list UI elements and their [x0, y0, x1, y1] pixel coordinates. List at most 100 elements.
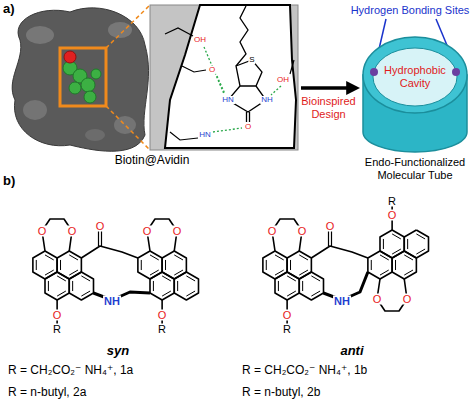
double-bond: [290, 260, 291, 270]
tube-rim: [363, 37, 467, 113]
atom-label: O: [325, 221, 336, 232]
double-bond: [57, 291, 66, 296]
biotin-atom: [69, 82, 81, 94]
residue-stick: [290, 60, 294, 74]
aromatic-unit: [263, 219, 324, 329]
double-bond: [81, 276, 90, 281]
biotin-atom: [84, 91, 96, 103]
atom-label: OH: [276, 76, 290, 84]
double-bond: [165, 260, 166, 270]
design-arrow: [301, 86, 356, 90]
double-bond: [153, 281, 154, 291]
atom-label: R: [157, 324, 167, 335]
biotin-atom: [91, 69, 101, 79]
callout-label: Hydrogen Bonding Sites: [350, 5, 471, 16]
double-bond: [186, 276, 195, 281]
double-bond: [416, 234, 425, 239]
double-bond: [392, 249, 401, 254]
surface-bump: [114, 116, 136, 134]
double-bond: [416, 249, 425, 254]
biotin-skeleton: [228, 6, 266, 122]
atom-label: O: [172, 226, 183, 237]
atom-label: O: [157, 310, 168, 321]
double-bond: [407, 239, 408, 249]
atom-label: O: [142, 226, 153, 237]
double-bond: [287, 291, 296, 296]
double-bond: [395, 260, 396, 270]
amide-linker: [311, 246, 368, 258]
tube-caption: Endo-Functionalized Molecular Tube: [358, 156, 472, 181]
aromatic-unit: [368, 201, 429, 311]
benzene-ring: [45, 272, 69, 300]
surface-bump: [108, 22, 132, 38]
atom-label: O: [244, 123, 252, 131]
atom-label: OH: [193, 36, 207, 44]
double-bond: [186, 291, 195, 296]
double-bond: [69, 255, 78, 260]
amide-linker: [81, 246, 138, 258]
benzene-ring: [299, 272, 323, 300]
substituent-note: R = CH₂CO₂⁻ NH₄⁺, 1a: [8, 364, 133, 377]
complex-caption: Biotin@Avidin: [4, 154, 300, 168]
atom-label: NH: [333, 296, 351, 307]
residue-stick: [170, 132, 198, 140]
panel-label: a): [3, 2, 15, 16]
double-bond: [278, 281, 279, 291]
tube-cavity: [373, 48, 457, 106]
double-bond: [150, 255, 159, 260]
protein-surface: [12, 8, 148, 151]
biotin-chain: [236, 6, 248, 66]
benzene-ring: [150, 272, 174, 300]
biotin-atom: [81, 78, 95, 92]
double-bond: [162, 276, 171, 281]
atom-label: NH: [260, 96, 274, 104]
hydrogen-bonds: [204, 47, 281, 132]
atom-label: O: [37, 226, 48, 237]
double-bond: [380, 270, 389, 275]
atom-label: O: [387, 210, 398, 221]
isomer-label: anti: [339, 344, 364, 357]
residue-stick: [182, 66, 206, 72]
atom-label: O: [52, 310, 63, 321]
atom-label: O: [267, 226, 278, 237]
hbond-site: [370, 68, 378, 76]
atom-label: R: [52, 324, 62, 335]
double-bond: [404, 270, 413, 275]
zoom-line: [106, 106, 150, 150]
hbond-site: [452, 68, 460, 76]
double-bond: [60, 260, 61, 270]
amide-linker: [98, 230, 99, 246]
atom-label: O: [95, 221, 106, 232]
surface-bump: [85, 129, 105, 141]
cavity-label: Hydrophobic Cavity: [378, 64, 452, 89]
panel-label: b): [3, 174, 15, 188]
hbond: [204, 47, 224, 94]
atom-label: NH: [103, 296, 121, 307]
double-bond: [162, 291, 171, 296]
benzene-ring: [69, 272, 93, 300]
tube-outline: [358, 20, 472, 160]
double-bond: [141, 260, 142, 270]
double-bond: [174, 255, 183, 260]
atom-label: O: [67, 226, 78, 237]
substituent-note: R = CH₂CO₂⁻ NH₄⁺, 1b: [242, 364, 367, 377]
hbond: [217, 76, 225, 94]
carbonyl-bond: [246, 112, 247, 122]
atom-label: O: [208, 66, 216, 74]
oxygen-atom: [64, 51, 76, 63]
double-bond: [45, 255, 54, 260]
atom-label: HN: [198, 131, 212, 139]
atom-label: O: [297, 226, 308, 237]
aromatic-unit: [33, 219, 94, 329]
avidin-illustration: Biotin@Avidin: [4, 4, 300, 170]
double-bond: [266, 260, 267, 270]
atom-label: R: [387, 196, 397, 207]
atom-label: S: [248, 56, 255, 64]
benzene-ring: [174, 272, 198, 300]
double-bond: [287, 276, 296, 281]
atom-label: O: [282, 310, 293, 321]
double-bond: [392, 234, 401, 239]
